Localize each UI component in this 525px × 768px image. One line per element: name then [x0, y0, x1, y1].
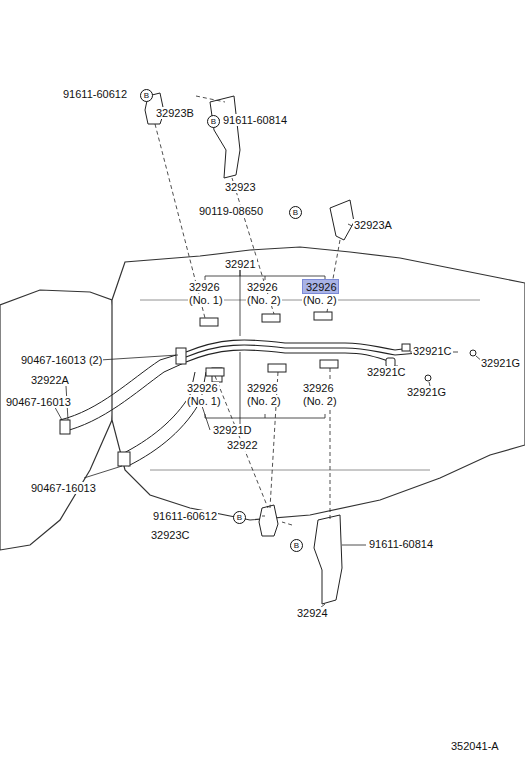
- part-number: 32923: [224, 181, 257, 193]
- bolt-letter: B: [140, 89, 153, 102]
- part-number: (No. 2): [302, 395, 338, 407]
- part-number: 90467-16013: [30, 482, 97, 494]
- callout-number: (No. 1): [186, 395, 222, 407]
- callout-number: 91611-60612: [62, 88, 128, 100]
- part-number: 32922: [226, 439, 259, 451]
- part-number: 32923A: [353, 219, 393, 231]
- bolt-letter: B: [290, 539, 303, 552]
- callout-number: (No. 2): [302, 395, 338, 407]
- part-number: 90119-08650: [198, 205, 264, 217]
- callout-number: 32926: [246, 281, 279, 293]
- callout-number: 32921G: [406, 386, 447, 398]
- part-number: 32921G: [480, 357, 521, 369]
- part-number: 32921G: [406, 386, 447, 398]
- part-number: 90467-16013 (2): [20, 354, 103, 366]
- callout-number: 32923A: [353, 219, 393, 231]
- part-number: (No. 2): [302, 294, 338, 306]
- callout-number: 352041-A: [450, 740, 500, 752]
- part-number: 32926: [188, 281, 221, 293]
- bolt-symbol: B: [233, 510, 246, 524]
- part-number: 91611-60814: [368, 538, 434, 550]
- callout-number: 32921C: [412, 345, 453, 357]
- callout-number: (No. 2): [246, 294, 282, 306]
- bolt-symbol: B: [140, 88, 153, 102]
- callout-number: (No. 1): [188, 294, 224, 306]
- callout-number: 32926: [188, 281, 221, 293]
- part-number: 32921C: [412, 345, 453, 357]
- part-number: (No. 1): [186, 395, 222, 407]
- callout-number: 32921: [224, 258, 257, 270]
- part-number: 91611-60612: [62, 88, 128, 100]
- callout-number: 91611-60814: [368, 538, 434, 550]
- callout-number: 32926: [246, 382, 279, 394]
- callout-number: 32921C: [366, 366, 407, 378]
- callout-number: 32926: [302, 382, 335, 394]
- bolt-symbol: B: [289, 205, 302, 219]
- bolt-letter: B: [289, 206, 302, 219]
- part-number: 32923B: [155, 107, 195, 119]
- callout-number: 32926: [186, 382, 219, 394]
- part-number: (No. 2): [246, 395, 282, 407]
- callout-number: 32922A: [30, 374, 70, 386]
- part-number: 90467-16013: [5, 396, 72, 408]
- part-number: 32924: [296, 607, 329, 619]
- part-number: 32926: [186, 382, 219, 394]
- callout-number: 32922: [226, 439, 259, 451]
- part-number: (No. 2): [246, 294, 282, 306]
- part-number: (No. 1): [188, 294, 224, 306]
- part-number: 32926: [246, 281, 279, 293]
- part-number: 32926: [246, 382, 279, 394]
- part-number: 32926: [306, 281, 338, 293]
- callout-number: 32921G: [480, 357, 521, 369]
- callout-number: 32923C: [150, 529, 191, 541]
- callout-number: (No. 2): [246, 395, 282, 407]
- part-number: 352041-A: [450, 740, 500, 752]
- callout-number: 90119-08650: [198, 205, 264, 217]
- callout-number: 90467-16013: [30, 482, 97, 494]
- part-number: 32921: [224, 258, 257, 270]
- callout-number: 91611-60612: [152, 510, 218, 522]
- bolt-symbol: B: [207, 114, 220, 128]
- part-number: 91611-60814: [222, 114, 288, 126]
- callout-number: 32921D: [212, 424, 253, 436]
- bolt-letter: B: [207, 115, 220, 128]
- part-number: 32921C: [366, 366, 407, 378]
- part-number: 32926: [302, 382, 335, 394]
- highlighted-part-number: 32926: [302, 279, 339, 294]
- part-number: 32921D: [212, 424, 253, 436]
- bolt-letter: B: [233, 511, 246, 524]
- part-number: 91611-60612: [152, 510, 218, 522]
- part-number: 32923C: [150, 529, 191, 541]
- bolt-symbol: B: [290, 538, 303, 552]
- callout-number: 90467-16013: [5, 396, 72, 408]
- callout-number: 91611-60814: [222, 114, 288, 126]
- callout-number: (No. 2): [302, 294, 338, 306]
- callout-number: 32923B: [155, 107, 195, 119]
- callout-number: 90467-16013 (2): [20, 354, 103, 366]
- callout-number: 32924: [296, 607, 329, 619]
- callout-number: 32923: [224, 181, 257, 193]
- part-number: 32922A: [30, 374, 70, 386]
